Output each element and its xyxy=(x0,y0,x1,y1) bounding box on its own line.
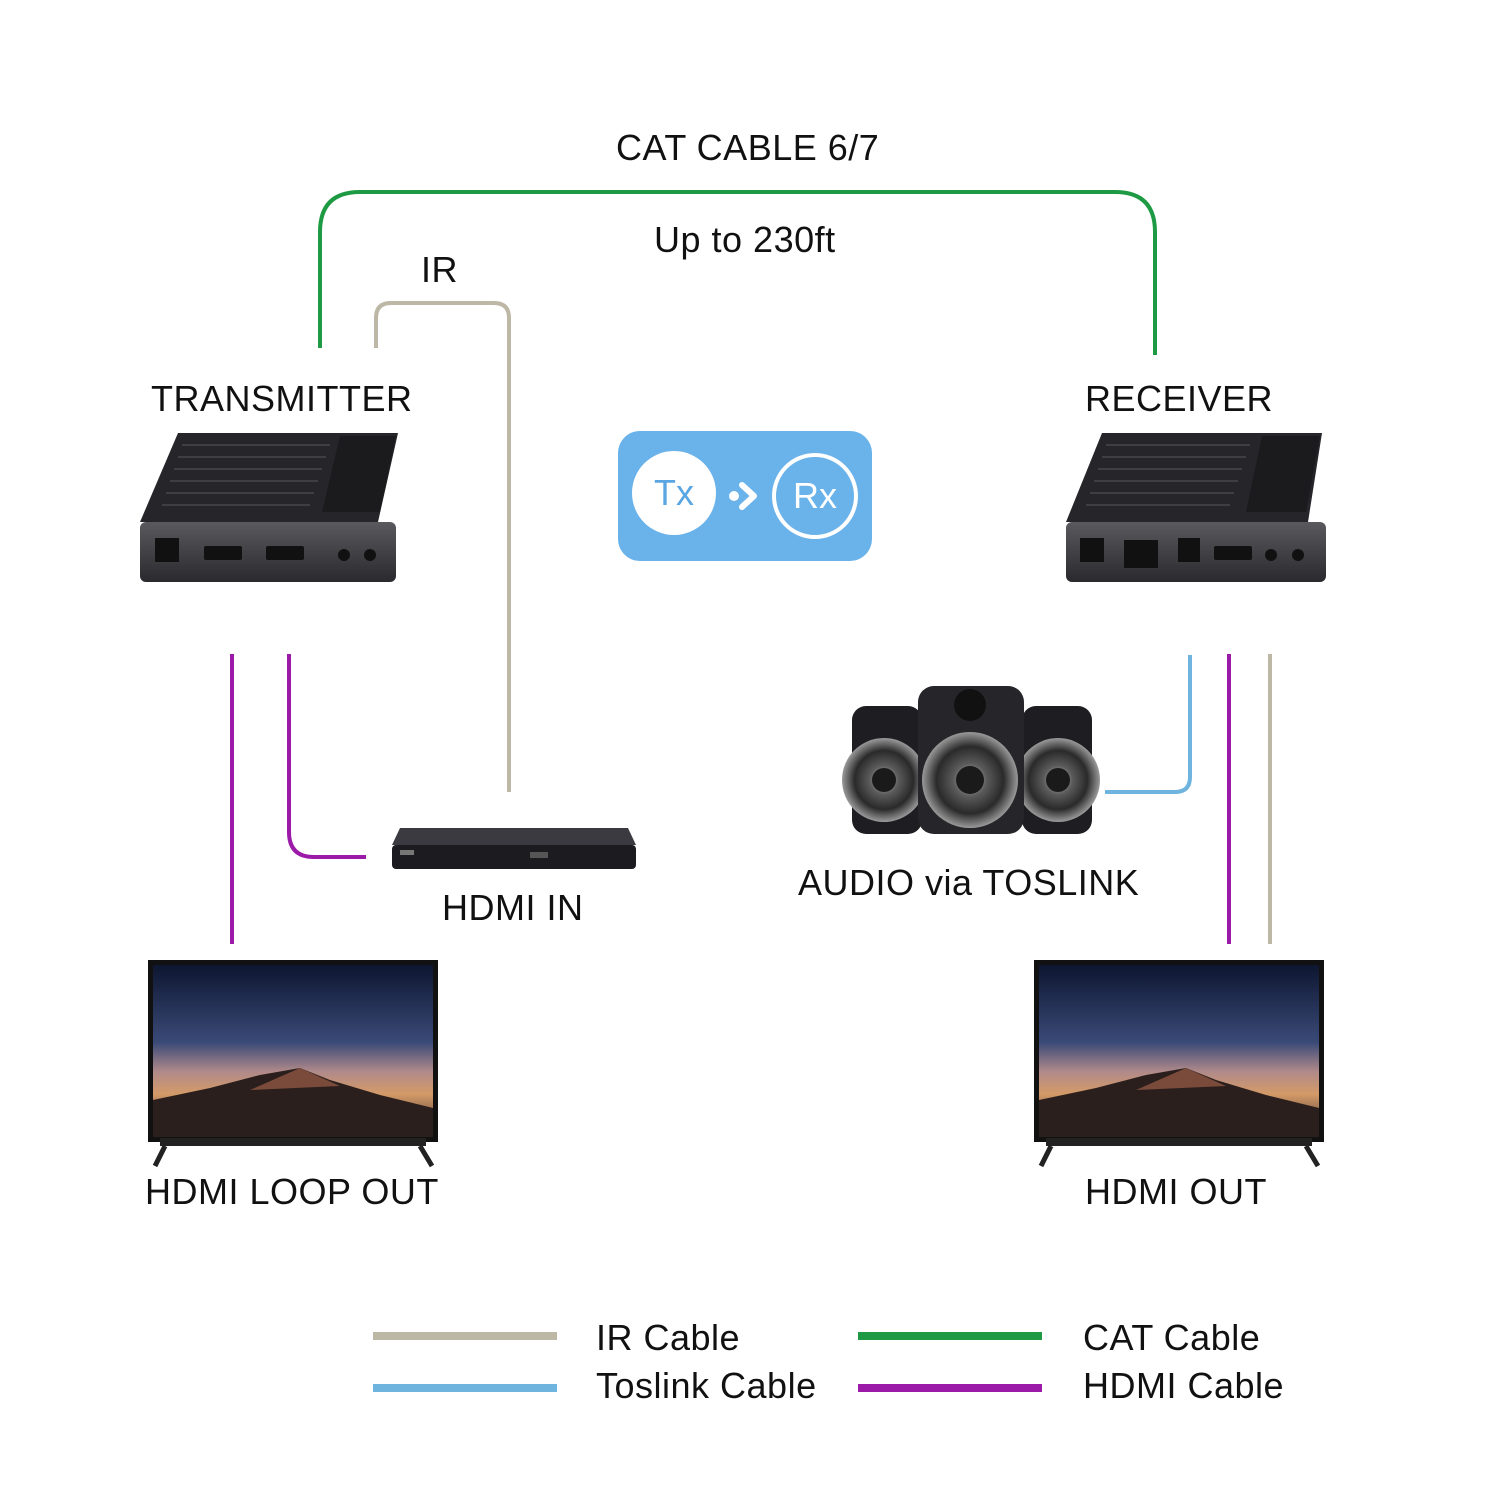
speakers-label: AUDIO via TOSLINK xyxy=(798,862,1140,903)
tv-left-icon xyxy=(148,960,438,1168)
cat-cable-distance: Up to 230ft xyxy=(654,219,836,260)
cat-cable xyxy=(318,190,1157,355)
ir-label: IR xyxy=(421,249,458,290)
arrow-right-icon xyxy=(729,482,757,510)
rx-circle: Rx xyxy=(772,453,858,539)
transmitter-label: TRANSMITTER xyxy=(151,378,413,419)
transmitter-device-icon xyxy=(140,433,398,582)
tv-right-icon xyxy=(1034,960,1324,1168)
tx-rx-badge: Tx Rx xyxy=(618,431,872,561)
ir-cable-transmitter xyxy=(374,301,511,792)
speakers-icon xyxy=(842,686,1100,834)
legend-label-toslink: Toslink Cable xyxy=(596,1365,817,1406)
legend-label-ir: IR Cable xyxy=(596,1317,741,1358)
source-label: HDMI IN xyxy=(442,887,584,928)
tv-left-label: HDMI LOOP OUT xyxy=(145,1171,439,1212)
tx-circle: Tx xyxy=(632,451,716,535)
legend-label-cat: CAT Cable xyxy=(1083,1317,1261,1358)
hdmi-cable-input xyxy=(287,654,366,859)
dvd-player-icon xyxy=(392,828,636,869)
receiver-label: RECEIVER xyxy=(1085,378,1274,419)
toslink-cable xyxy=(1105,655,1192,794)
legend-label-hdmi: HDMI Cable xyxy=(1083,1365,1285,1406)
receiver-device-icon xyxy=(1066,433,1326,582)
tv-right-label: HDMI OUT xyxy=(1085,1171,1267,1212)
cat-cable-title: CAT CABLE 6/7 xyxy=(616,127,880,168)
